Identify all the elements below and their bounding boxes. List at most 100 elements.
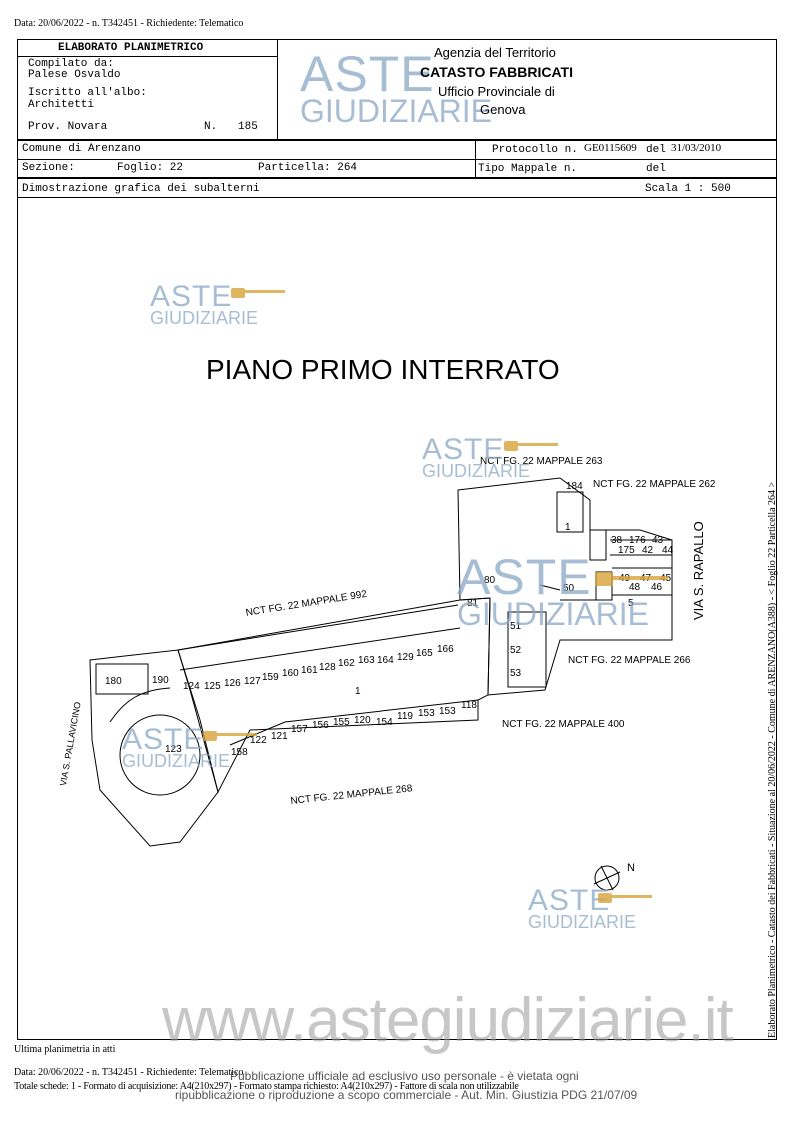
sub-38: 38	[611, 535, 623, 546]
sub-122: 122	[250, 735, 267, 746]
aste-watermark-header: ASTE GIUDIZIARIE	[300, 46, 493, 129]
top-request-line: Data: 20/06/2022 - n. T342451 - Richiede…	[14, 18, 244, 29]
sub-upper-6: 160	[282, 668, 299, 679]
sub-53: 53	[510, 668, 522, 679]
plan-upper-row-line	[179, 627, 461, 671]
protocollo-value: GE0115609	[584, 142, 637, 154]
site-watermark: www.astegiudiziarie.it	[162, 986, 734, 1055]
sub-upper-8: 128	[319, 662, 336, 673]
prov-label: Prov. Novara	[28, 121, 108, 133]
sub-158: 158	[231, 747, 248, 758]
footer-line2: Totale schede: 1 - Formato di acquisizio…	[14, 1081, 519, 1092]
header-divider	[277, 39, 278, 140]
sub-46: 46	[651, 582, 663, 593]
sub-123: 123	[165, 744, 182, 755]
sub-48: 48	[629, 582, 641, 593]
sub-80: 80	[484, 575, 496, 586]
tipo-del-label: del	[646, 163, 666, 175]
sub-118: 118	[461, 700, 477, 711]
sub-44: 44	[662, 545, 674, 556]
aste-watermark-4: ASTE GIUDIZIARIE	[122, 723, 231, 771]
sub-43: 43	[652, 535, 664, 546]
sub-42: 42	[642, 545, 654, 556]
plan-north-wall	[177, 604, 459, 651]
tipo-mappale-label: Tipo Mappale n.	[478, 163, 578, 175]
sub-upper-12: 129	[397, 652, 414, 663]
side-vertical-text: Elaborato Planimetrico - Catasto dei Fab…	[767, 481, 778, 1038]
header-title-rule	[17, 56, 277, 57]
header-frame	[17, 39, 777, 140]
sub-52: 52	[510, 645, 522, 656]
plan-stair-184	[556, 491, 584, 533]
aste-watermark-5: ASTE GIUDIZIARIE	[528, 884, 637, 932]
sub-121: 121	[271, 731, 288, 742]
aste-watermark-2: ASTE GIUDIZIARIE	[422, 433, 531, 481]
plan-room-180	[95, 663, 149, 695]
plan-stair-38	[589, 529, 607, 561]
sub-upper-13: 165	[416, 648, 433, 659]
sub-upper-9: 162	[338, 658, 355, 669]
sub-184: 184	[566, 481, 583, 492]
scala-text: Scala 1 : 500	[645, 183, 731, 195]
north-label: N	[627, 862, 635, 874]
sub-154: 154	[376, 717, 393, 728]
plan-ramp-curve	[109, 687, 171, 723]
protocollo-date: 31/03/2010	[671, 142, 722, 154]
sub-1-east: 1	[565, 522, 571, 533]
aste-watermark-1: ASTE GIUDIZIARIE	[150, 280, 259, 328]
sub-81: 81	[467, 598, 479, 609]
street-via-rapallo: VIA S. RAPALLO	[691, 521, 706, 620]
compilato-label: Compilato da:	[28, 58, 114, 70]
sub-upper-2: 125	[204, 681, 221, 692]
sub-119: 119	[397, 711, 413, 722]
elaborato-title: ELABORATO PLANIMETRICO	[58, 42, 204, 54]
sub-156: 156	[312, 720, 329, 731]
sub-upper-14: 166	[437, 644, 454, 655]
sub-upper-1: 124	[183, 681, 200, 692]
aste-watermark-3: ASTE GIUDIZIARIE	[457, 549, 650, 632]
dimostrazione-rule	[17, 197, 777, 198]
protocollo-label: Protocollo n.	[492, 144, 578, 156]
iscritto-value: Architetti	[28, 99, 95, 111]
compilato-name: Palese Osvaldo	[28, 69, 121, 81]
sub-upper-11: 164	[377, 655, 394, 666]
sub-51: 51	[510, 621, 522, 632]
plan-box-rows	[610, 539, 672, 596]
sezione-label: Sezione:	[22, 162, 75, 174]
agency-line3: Ufficio Provinciale di	[438, 84, 555, 99]
n-label: N.	[204, 121, 218, 133]
publication-notice-1: Pubblicazione ufficiale ad esclusivo uso…	[230, 1069, 579, 1083]
sub-153a: 153	[418, 708, 435, 719]
sub-upper-4: 127	[244, 676, 261, 687]
sub-upper-10: 163	[358, 655, 375, 666]
label-mappale-263: NCT FG. 22 MAPPALE 263	[480, 456, 603, 467]
sub-upper-7: 161	[301, 665, 318, 676]
agency-line2: CATASTO FABBRICATI	[420, 64, 573, 80]
label-mappale-400: NCT FG. 22 MAPPALE 400	[502, 719, 625, 730]
sub-upper-5: 159	[262, 672, 279, 683]
sub-5: 5	[628, 598, 634, 609]
plan-rooms-51-53	[507, 611, 547, 688]
dimostrazione-text: Dimostrazione grafica dei subalterni	[22, 183, 260, 195]
comune-text: Comune di Arenzano	[22, 143, 141, 155]
plan-corridor-lines	[539, 584, 600, 601]
info-row-rule	[17, 159, 777, 160]
plan-title: PIANO PRIMO INTERRATO	[206, 354, 560, 385]
label-mappale-266: NCT FG. 22 MAPPALE 266	[568, 655, 691, 666]
particella-text: Particella: 264	[258, 162, 358, 174]
label-mappale-262: NCT FG. 22 MAPPALE 262	[593, 479, 716, 490]
north-arrow-icon	[593, 865, 621, 891]
n-value: 185	[238, 121, 258, 133]
sub-180: 180	[105, 676, 122, 687]
footer-line1: Data: 20/06/2022 - n. T342451 - Richiede…	[14, 1067, 244, 1078]
agency-line4: Genova	[480, 102, 526, 117]
sub-155: 155	[333, 717, 350, 728]
sub-157: 157	[291, 724, 308, 735]
iscritto-label: Iscritto all'albo:	[28, 87, 147, 99]
sub-176: 176	[629, 535, 646, 546]
sub-190: 190	[152, 675, 169, 686]
plan-lower-row-line	[229, 699, 479, 746]
sub-175: 175	[618, 545, 635, 556]
foglio-text: Foglio: 22	[117, 162, 184, 174]
